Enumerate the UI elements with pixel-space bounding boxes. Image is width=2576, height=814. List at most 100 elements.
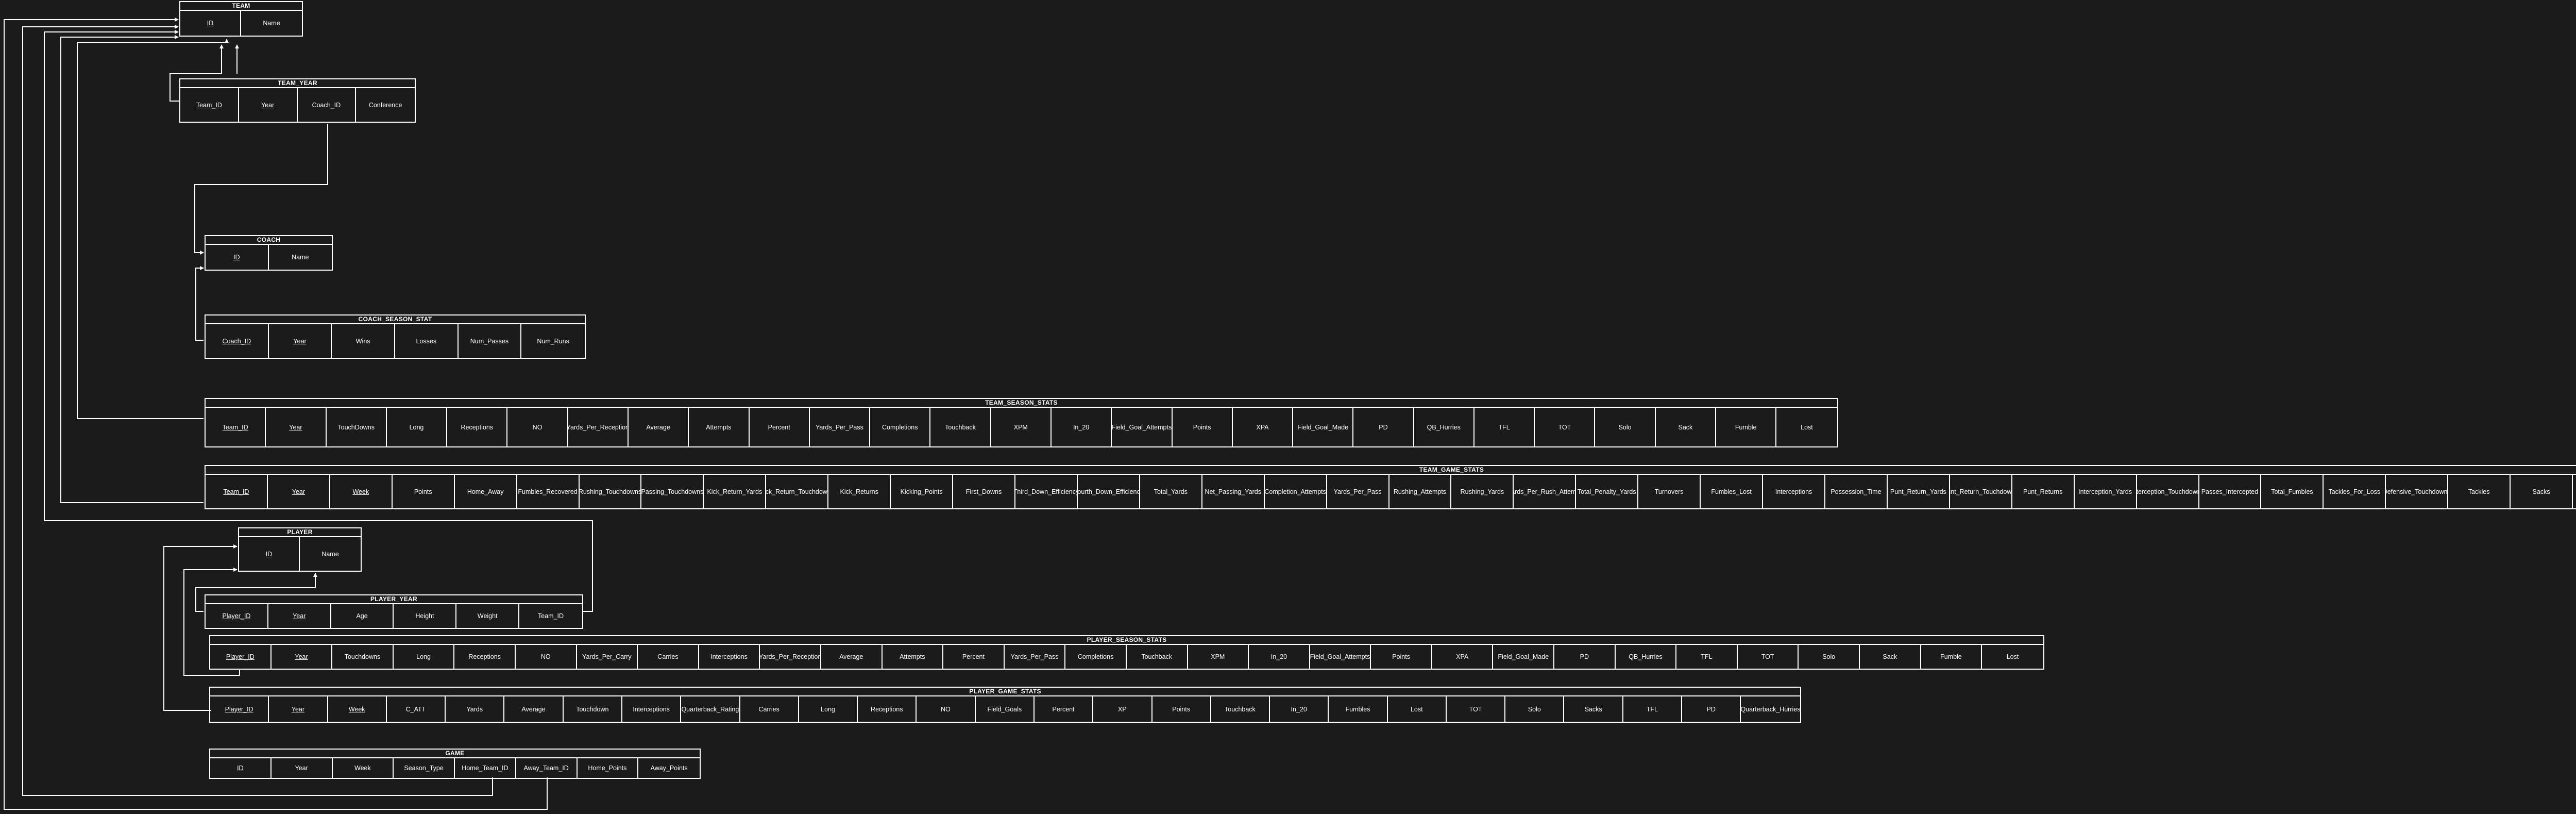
column-quarterback-hurries[interactable]: Quarterback_Hurries [1741,705,1800,713]
column-year[interactable]: Year [266,408,327,446]
column-tot[interactable]: TOT [1535,408,1596,446]
column-no[interactable]: NO [507,408,568,446]
column-xp[interactable]: XP [1093,696,1153,722]
column-year[interactable]: Year [272,645,333,669]
column-punt-return-touchdowns[interactable]: Punt_Return_Touchdowns [1950,475,2012,508]
column-year[interactable]: Year [239,88,298,122]
column-long[interactable]: Long [799,696,858,722]
column-percent[interactable]: Percent [1035,696,1094,722]
column-possession-time[interactable]: Possession_Time [1825,475,1888,508]
column-field-goal-made[interactable]: Field_Goal_Made [1293,408,1354,446]
column-home-away[interactable]: Home_Away [455,475,517,508]
column-yards-per-rush-attempt[interactable]: Yards_Per_Rush_Attempt [1514,475,1577,508]
column-player-id[interactable]: Player_ID [210,696,269,722]
column-in-20[interactable]: In_20 [1052,408,1112,446]
column-average[interactable]: Average [504,696,564,722]
column-first-downs[interactable]: First_Downs [953,475,1015,508]
column-team-id[interactable]: Team_ID [538,612,564,620]
column-team-id[interactable]: Team_ID [206,408,266,446]
column-passing-touchdowns[interactable]: Passing_Touchdowns [641,475,704,508]
column-coach-id[interactable]: Coach_ID [298,88,357,122]
column-average[interactable]: Average [821,645,883,669]
column-weight[interactable]: Weight [456,604,520,628]
column-xpm[interactable]: XPM [991,408,1052,446]
column-third-down-efficiency[interactable]: Third_Down_Efficiency [1015,475,1078,508]
column-fumble[interactable]: Fumble [1921,645,1982,669]
column-points[interactable]: Points [393,475,455,508]
column-away-points[interactable]: Away_Points [650,765,688,772]
column-total-fumbles[interactable]: Total_Fumbles [2261,475,2324,508]
column-pd[interactable]: PD [1682,696,1741,722]
column-tfl[interactable]: TFL [1475,408,1535,446]
column-touchback[interactable]: Touchback [1127,645,1188,669]
column-sack[interactable]: Sack [1860,645,1921,669]
column-completion-attempts[interactable]: Completion_Attempts [1265,475,1327,508]
column-net-passing-yards[interactable]: Net_Passing_Yards [1202,475,1265,508]
column-passes-intercepted[interactable]: Passes_Intercepted [2199,475,2262,508]
column-week[interactable]: Week [330,475,393,508]
column-percent[interactable]: Percent [750,408,810,446]
column-percent[interactable]: Percent [943,645,1005,669]
column-interceptions[interactable]: Interceptions [699,645,760,669]
column-yards-per-pass[interactable]: Yards_Per_Pass [1327,475,1389,508]
column-kick-return-touchdowns[interactable]: Kick_Return_Touchdowns [766,475,829,508]
column-height[interactable]: Height [394,604,457,628]
column-turnovers[interactable]: Turnovers [1638,475,1701,508]
column-receptions[interactable]: Receptions [447,408,508,446]
column-field-goal-attempts[interactable]: Field_Goal_Attempts [1310,645,1371,669]
column-num-passes[interactable]: Num_Passes [459,324,522,358]
column-interceptions[interactable]: Interceptions [622,696,682,722]
column-attempts[interactable]: Attempts [883,645,944,669]
column-home-team-id[interactable]: Home_Team_ID [455,758,516,778]
column-fumbles-lost[interactable]: Fumbles_Lost [1701,475,1764,508]
column-touchback[interactable]: Touchback [930,408,991,446]
column-carries[interactable]: Carries [740,696,799,722]
column-away-team-id[interactable]: Away_Team_ID [516,758,578,778]
column-age[interactable]: Age [331,604,394,628]
column-defensive-touchdowns[interactable]: Defensive_Touchdowns [2386,475,2449,508]
column-completions[interactable]: Completions [1065,645,1127,669]
column-player-id[interactable]: Player_ID [210,645,272,669]
column-carries[interactable]: Carries [638,645,699,669]
column-qb-hurries[interactable]: QB_Hurries [1414,408,1475,446]
column-fumble[interactable]: Fumble [1716,408,1777,446]
column-lost[interactable]: Lost [1388,696,1447,722]
column-id[interactable]: ID [210,758,272,778]
column-punt-returns[interactable]: Punt_Returns [2012,475,2075,508]
column-losses[interactable]: Losses [395,324,459,358]
column-wins[interactable]: Wins [332,324,395,358]
column-yards[interactable]: Yards [446,696,505,722]
column-field-goal-made[interactable]: Field_Goal_Made [1493,645,1555,669]
column-xpa[interactable]: XPA [1233,408,1294,446]
column-field-goal-attempts[interactable]: Field_Goal_Attempts [1112,408,1173,446]
column-points[interactable]: Points [1173,408,1233,446]
column-interception-yards[interactable]: Interception_Yards [2075,475,2137,508]
column-xpm[interactable]: XPM [1188,645,1249,669]
column-conference[interactable]: Conference [368,101,402,109]
column-fumbles-recovered[interactable]: Fumbles_Recovered [517,475,580,508]
column-xpa[interactable]: XPA [1432,645,1494,669]
column-points[interactable]: Points [1153,696,1211,722]
column-receptions[interactable]: Receptions [858,696,917,722]
column-yards-per-reception[interactable]: Yards_Per_Reception [568,408,629,446]
column-year[interactable]: Year [272,758,333,778]
column-year[interactable]: Year [269,324,332,358]
column-receptions[interactable]: Receptions [454,645,516,669]
column-qb-hurries[interactable]: QB_Hurries [1616,645,1677,669]
column-week[interactable]: Week [328,696,387,722]
column-pd[interactable]: PD [1554,645,1616,669]
column-coach-id[interactable]: Coach_ID [206,324,269,358]
column-rushing-yards[interactable]: Rushing_Yards [1451,475,1514,508]
column-name[interactable]: Name [292,254,309,261]
column-touchdowns[interactable]: TouchDowns [327,408,387,446]
column-no[interactable]: NO [917,696,976,722]
column-home-points[interactable]: Home_Points [578,758,639,778]
column-solo[interactable]: Solo [1505,696,1565,722]
